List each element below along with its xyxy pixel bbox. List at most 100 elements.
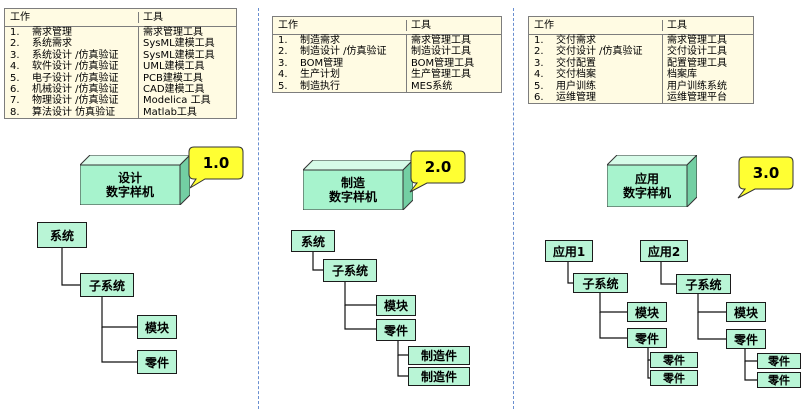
tool-cell: 需求管理工具	[138, 27, 236, 39]
version-label: 3.0	[752, 164, 780, 182]
work-cell: 6. 运维管理	[529, 92, 662, 103]
tool-cell: 档案库	[662, 69, 753, 81]
header-tool: 工具	[406, 19, 501, 32]
work-text: 制造执行	[300, 80, 340, 92]
work-text: 用户训练	[556, 80, 596, 92]
work-cell: 5. 用户训练	[529, 81, 662, 92]
table-row: 2.制造设计 /仿真验证制造设计工具	[273, 46, 501, 58]
work-cell: 3. 交付配置	[529, 58, 662, 69]
tool-cell: 配置管理工具	[662, 57, 753, 70]
work-cell: 4.软件设计 /仿真验证	[5, 61, 138, 72]
panel-divider	[513, 8, 514, 409]
prototype-label-line1: 设计	[117, 171, 142, 185]
work-cell: 5.制造执行	[273, 81, 406, 92]
tool-cell: 生产管理工具	[406, 69, 501, 81]
header-work: 工作	[278, 19, 298, 31]
prototype-box-shape	[303, 160, 413, 210]
tool-cell: UML建模工具	[138, 61, 236, 73]
tree-node-module: 模块	[627, 302, 667, 322]
header-work: 工作	[10, 11, 30, 23]
row-number: 8.	[10, 106, 20, 118]
work-text: 生产计划	[300, 69, 340, 81]
version-label: 2.0	[424, 158, 452, 176]
tree-node-subpart: 零件	[650, 370, 698, 386]
tree-node-module: 模块	[376, 295, 416, 316]
row-number: 1.	[534, 35, 544, 46]
work-text: 制造需求	[300, 35, 340, 46]
work-text: 运维管理	[556, 92, 596, 104]
header-tool: 工具	[138, 11, 236, 24]
prototype-label-line2: 数字样机	[328, 190, 377, 204]
tree-node-subpart: 零件	[650, 352, 698, 368]
row-number: 5.	[534, 80, 544, 92]
work-cell: 3. 系统设计 /仿真验证	[5, 50, 138, 61]
work-text: 电子设计 /仿真验证	[32, 72, 119, 84]
prototype-box-shape	[607, 155, 697, 207]
row-number: 6.	[534, 92, 544, 104]
tool-cell: 需求管理工具	[406, 35, 501, 47]
panel-divider	[258, 8, 259, 409]
table-header: 工作 工具	[273, 17, 501, 35]
work-text: 算法设计 仿真验证	[32, 106, 116, 118]
table-row: 6.运维管理运维管理平台	[529, 92, 753, 104]
row-number: 4.	[534, 69, 544, 81]
tree-node-module: 模块	[726, 302, 766, 322]
work-text: 系统需求	[32, 38, 72, 50]
prototype-label-line1: 应用	[634, 172, 659, 186]
work-cell: 1. 需求管理	[5, 27, 138, 38]
tree-node-part: 零件	[376, 319, 416, 341]
work-cell: 2.系统需求	[5, 38, 138, 49]
tool-cell: SysML建模工具	[138, 38, 236, 50]
work-cell: 4. 生产计划	[273, 69, 406, 80]
row-number: 6.	[10, 84, 20, 96]
row-number: 4.	[10, 61, 20, 73]
tree-node-manufactured-part: 制造件	[408, 346, 470, 365]
tree-node-module: 模块	[137, 315, 177, 339]
tool-cell: BOM管理工具	[406, 57, 501, 70]
work-text: 物理设计 /仿真验证	[32, 95, 119, 107]
work-text: 系统设计 /仿真验证	[32, 49, 119, 61]
prototype-label-line2: 数字样机	[105, 185, 154, 199]
table-row: 5.用户训练用户训练系统	[529, 80, 753, 93]
work-text: 交付设计 /仿真验证	[556, 46, 643, 58]
tree-node-subpart: 零件	[757, 372, 801, 388]
row-number: 3.	[278, 57, 288, 69]
table-row: 1.交付需求需求管理工具	[529, 35, 753, 47]
version-label: 1.0	[202, 154, 230, 172]
row-number: 3.	[10, 49, 20, 61]
table-row: 3. 交付配置 配置管理工具	[529, 57, 753, 70]
callout-shape	[737, 156, 794, 199]
tool-cell: 制造设计工具	[406, 46, 501, 58]
tool-cell: 需求管理工具	[662, 35, 753, 47]
work-cell: 5.电子设计 /仿真验证	[5, 73, 138, 84]
work-cell: 6.机械设计 /仿真验证	[5, 84, 138, 95]
work-cell: 1.交付需求	[529, 35, 662, 46]
row-number: 3.	[534, 57, 544, 69]
table-header: 工作 工具	[529, 17, 753, 35]
tree-node-subpart: 零件	[757, 353, 801, 369]
work-text: 交付配置	[556, 57, 596, 69]
callout-shape	[409, 150, 466, 193]
tree-node-part: 零件	[726, 329, 766, 349]
tree-node-system: 系统	[291, 230, 335, 252]
work-text: 交付档案	[556, 69, 596, 81]
tree-node-manufactured-part: 制造件	[408, 367, 470, 386]
work-text: 需求管理	[32, 27, 72, 38]
table-header: 工作 工具	[5, 9, 236, 27]
row-number: 4.	[278, 69, 288, 81]
header-tool: 工具	[662, 19, 753, 32]
tree-node-part: 零件	[627, 328, 667, 348]
tree-node-part: 零件	[137, 350, 177, 374]
tree-node-system: 系统	[37, 222, 87, 248]
row-number: 1.	[10, 27, 20, 38]
manufacturing-digital-prototype: 制造 数字样机	[303, 160, 413, 210]
